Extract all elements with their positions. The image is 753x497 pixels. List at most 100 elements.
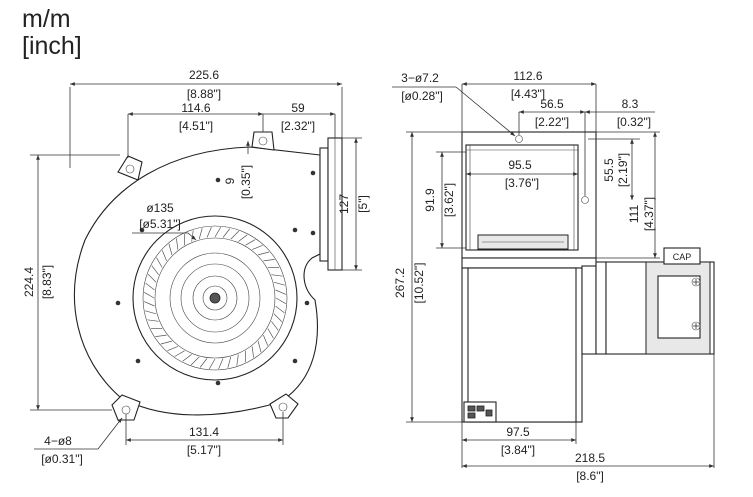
fan-blade (263, 259, 275, 262)
fan-blade (167, 346, 179, 352)
dim-outlet-height: 91.9 (423, 188, 437, 212)
dim-outlet-height-inch: [5"] (356, 195, 370, 213)
motor-flange (581, 265, 597, 355)
mount-lug-top (251, 131, 275, 151)
fan-blade (236, 354, 239, 366)
mount-lug-top-left (117, 155, 143, 181)
fan-blade (168, 243, 173, 255)
fan-blade (273, 313, 283, 323)
fan-blade (214, 227, 222, 238)
dim-small-offset: 9 (223, 177, 237, 184)
dim-outlet-height: 127 (337, 194, 351, 214)
dim-hole-offset: 114.6 (181, 101, 210, 115)
fan-blade (151, 265, 159, 275)
dim-hole-span-inch: [2.22"] (535, 115, 569, 129)
dim-flange-width: 112.6 (513, 69, 542, 83)
dim-flange-height-inch: [4.37"] (642, 197, 656, 231)
housing-inner (467, 267, 577, 423)
fan-blade (147, 319, 159, 322)
dim-outlet-width: 95.5 (508, 158, 532, 172)
side-view: CAP 3−ø7.2 [ø0.28"] 112.6 [4.43"] 56.5 [… (392, 69, 715, 483)
dim-small-offset-inch: [0.35"] (239, 165, 253, 199)
units-label: m/m [inch] (22, 6, 82, 60)
fan-blade (271, 274, 283, 277)
fan-blade (218, 358, 224, 370)
capacitor-case (657, 275, 701, 339)
fan-blade (263, 334, 269, 346)
mount-lug-bottom-right (269, 393, 299, 419)
screw-holes (115, 170, 316, 386)
flange-hole-top (515, 135, 523, 143)
fan-blade (275, 297, 286, 305)
fan-blade (208, 358, 216, 369)
dim-overall-depth: 218.5 (575, 451, 605, 465)
dim-flange-width-inch: [4.43"] (511, 87, 545, 101)
fan-blade (143, 301, 155, 307)
units-metric: m/m (22, 5, 71, 33)
dim-outlet-offset-inch: [2.32"] (281, 119, 315, 133)
fan-blade (174, 350, 185, 357)
dim-overall-height-side-inch: [10.52"] (412, 263, 426, 304)
dim-hole-vertical-inch: [2.19"] (616, 153, 630, 187)
dim-overall-depth-inch: [8.6"] (576, 469, 604, 483)
dim-bottom-holes-inch: [5.17"] (187, 443, 221, 457)
front-view: 225.6 [8.88"] 114.6 [4.51"] 59 [2.32"] 9… (22, 68, 370, 466)
dim-hole-vertical: 55.5 (602, 158, 616, 182)
dim-mount-holes: 4−ø8 (44, 434, 72, 448)
fan-blade (198, 228, 203, 240)
outlet-opening (465, 144, 579, 251)
dim-housing-depth-inch: [3.84"] (501, 443, 535, 457)
dim-overall-width-inch: [8.88"] (187, 87, 221, 101)
fan-blade (251, 346, 254, 358)
capacitor-label: CAP (673, 252, 692, 262)
fan-blade (227, 356, 232, 368)
dim-flange-holes: 3−ø7.2 (401, 71, 439, 85)
dim-overall-width: 225.6 (189, 68, 219, 82)
fan-blade (190, 356, 200, 366)
dim-outlet-height-inch: [3.62"] (442, 183, 456, 217)
fan-blade (275, 305, 285, 314)
fan-blade (273, 281, 285, 286)
dim-hole-offset-inch: [4.51"] (179, 119, 213, 133)
dim-flange-height: 111 (627, 205, 641, 224)
dim-overall-height-side: 267.2 (393, 268, 407, 298)
fan-blade (258, 251, 270, 256)
dim-flange-holes-inch: [ø0.28"] (401, 89, 443, 103)
fan-blade (245, 239, 256, 246)
fan-blade (161, 250, 167, 262)
motor-ring (595, 261, 607, 355)
dim-outlet-width-inch: [3.76"] (505, 176, 539, 190)
fan-blade (147, 273, 157, 283)
dim-outlet-offset: 59 (291, 101, 305, 115)
dim-mount-holes-inch: [ø0.31"] (41, 452, 83, 466)
fan-blade (267, 328, 274, 339)
mount-lug-bottom-left (111, 394, 141, 421)
dim-overall-height: 224.4 (22, 267, 36, 297)
outlet-plate (319, 147, 329, 262)
fan-blade (182, 354, 192, 362)
capacitor-screw-bottom (691, 321, 701, 331)
dim-overall-height-inch: [8.83"] (40, 265, 54, 299)
fan-blade (199, 358, 208, 368)
shaft (209, 292, 221, 304)
fan-blade (145, 282, 155, 291)
fan-blade (230, 230, 240, 240)
dim-wheel-diameter: ø135 (146, 201, 174, 215)
fan-blade (257, 341, 262, 353)
dim-bottom-holes: 131.4 (189, 425, 219, 439)
fan-blade (275, 289, 287, 295)
fan-blade (160, 340, 172, 345)
fan-blade (206, 226, 212, 238)
fan-blade (176, 238, 179, 250)
cap-label-box (663, 247, 701, 265)
flange-hole-right (581, 196, 589, 204)
dim-hole-span: 56.5 (540, 97, 564, 111)
dim-wheel-diameter-inch: [ø5.31"] (139, 217, 181, 231)
fan-blade (145, 310, 157, 315)
capacitor-screw-top (691, 277, 701, 287)
fan-blade (144, 291, 155, 299)
housing-band (461, 257, 597, 269)
fan-blade (251, 244, 263, 250)
dim-housing-depth: 97.5 (506, 425, 530, 439)
